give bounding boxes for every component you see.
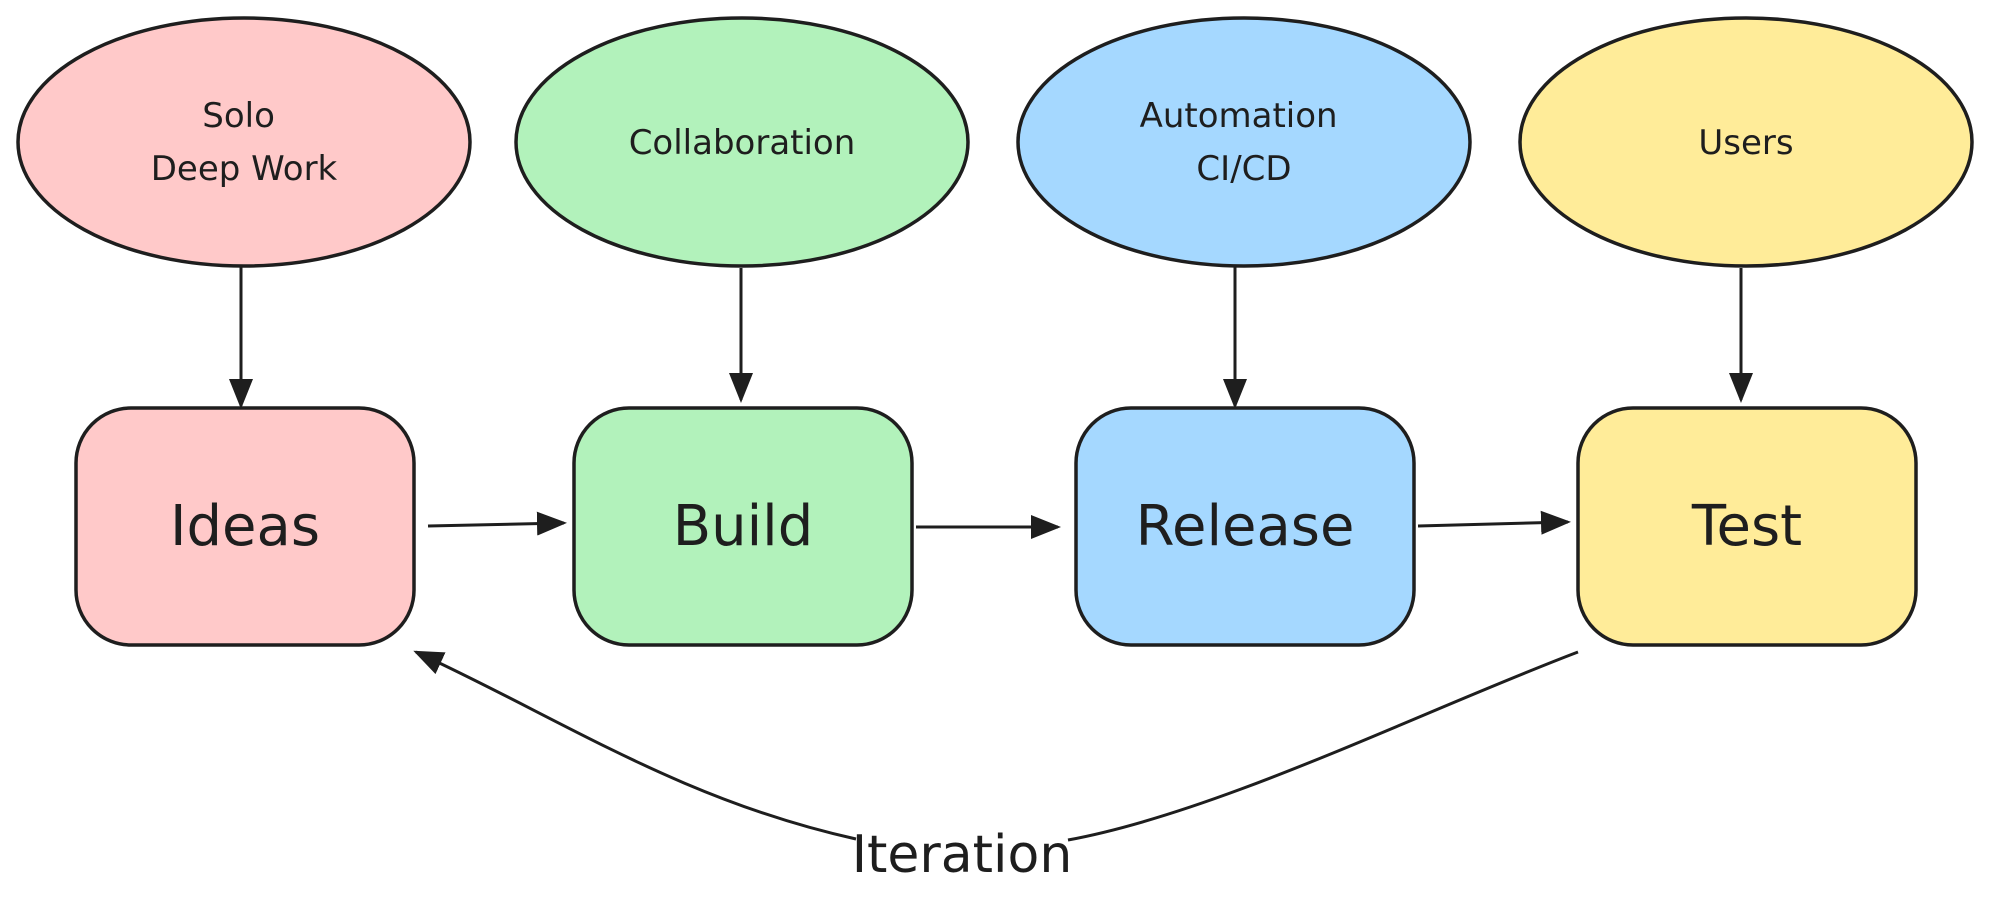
context-solo-line-2: Deep Work — [151, 149, 338, 189]
context-automation-line-1: Automation — [1140, 96, 1338, 136]
iteration-label: Iteration — [852, 825, 1073, 885]
arrow-release-to-test — [1417, 510, 1571, 535]
context-solo: Solo Deep Work — [16, 16, 472, 268]
stage-test-label: Test — [1691, 494, 1802, 559]
context-collaboration-line-1: Collaboration — [629, 123, 856, 163]
stage-release-shape — [1074, 406, 1416, 647]
context-automation: Automation CI/CD — [1016, 16, 1472, 268]
context-users-line-1: Users — [1698, 123, 1793, 163]
context-automation-line-2: CI/CD — [1196, 149, 1291, 189]
svg-text:Solo Deep Work: Solo Deep Work — [151, 96, 338, 189]
context-collaboration-shape — [514, 16, 970, 268]
iteration-curve-right — [1067, 650, 1579, 842]
svg-text:Users: Users — [1698, 123, 1793, 163]
svg-text:Collaboration: Collaboration — [629, 123, 856, 163]
stage-ideas-label: Ideas — [170, 494, 320, 559]
stage-test-shape — [1576, 406, 1918, 647]
stage-ideas-shape — [74, 406, 416, 647]
context-users: Users — [1518, 16, 1974, 268]
stage-release-label: Release — [1136, 494, 1355, 559]
stage-build-shape — [572, 406, 914, 647]
iteration-curve-left — [413, 650, 857, 841]
stage-build: Build — [572, 406, 914, 647]
context-collaboration: Collaboration — [514, 16, 970, 268]
context-users-shape — [1518, 16, 1974, 268]
context-solo-shape — [16, 16, 472, 268]
arrow-ideas-to-build — [427, 511, 567, 536]
context-solo-line-1: Solo — [202, 96, 275, 136]
context-automation-shape — [1016, 16, 1472, 268]
stage-build-label: Build — [673, 494, 814, 559]
stage-ideas: Ideas — [74, 406, 416, 647]
stage-release: Release — [1074, 406, 1416, 647]
svg-text:Automation CI/CD: Automation CI/CD — [1140, 96, 1349, 189]
stage-test: Test — [1576, 406, 1918, 647]
